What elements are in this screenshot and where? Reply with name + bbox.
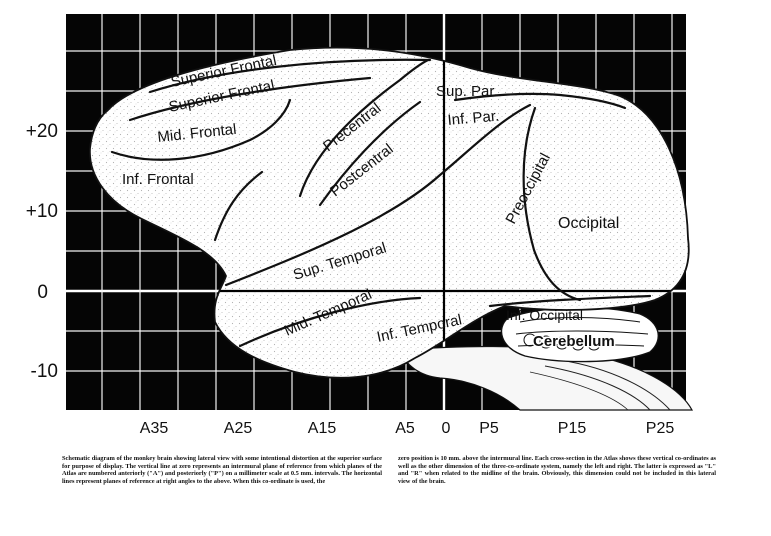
region-label-cerebellum: Cerebellum (533, 333, 615, 350)
x-tick-label: A5 (395, 420, 415, 437)
x-tick-label: P15 (558, 420, 587, 437)
region-label-inf-frontal: Inf. Frontal (122, 171, 194, 188)
region-label-sup-par: Sup. Par. (436, 83, 498, 100)
y-tick-label: +10 (26, 201, 58, 222)
region-label-inf-par: Inf. Par. (447, 108, 500, 129)
y-tick-label: +20 (26, 121, 58, 142)
x-tick-label: 0 (442, 420, 451, 437)
region-label-occipital: Occipital (558, 215, 619, 232)
x-tick-label: A15 (308, 420, 337, 437)
x-tick-label: P5 (479, 420, 499, 437)
caption-left-column: Schematic diagram of the monkey brain sh… (62, 455, 382, 485)
x-tick-label: A35 (140, 420, 169, 437)
y-tick-label: -10 (31, 361, 58, 382)
y-tick-label: 0 (37, 282, 48, 303)
sulci (110, 58, 652, 348)
x-tick-label: P25 (646, 420, 675, 437)
caption-right-column: zero position is 10 mm. above the interm… (398, 455, 716, 485)
region-label-inf-occipital: Inf. Occipital (506, 307, 583, 323)
brain-stem (399, 345, 694, 411)
x-tick-label: A25 (224, 420, 253, 437)
